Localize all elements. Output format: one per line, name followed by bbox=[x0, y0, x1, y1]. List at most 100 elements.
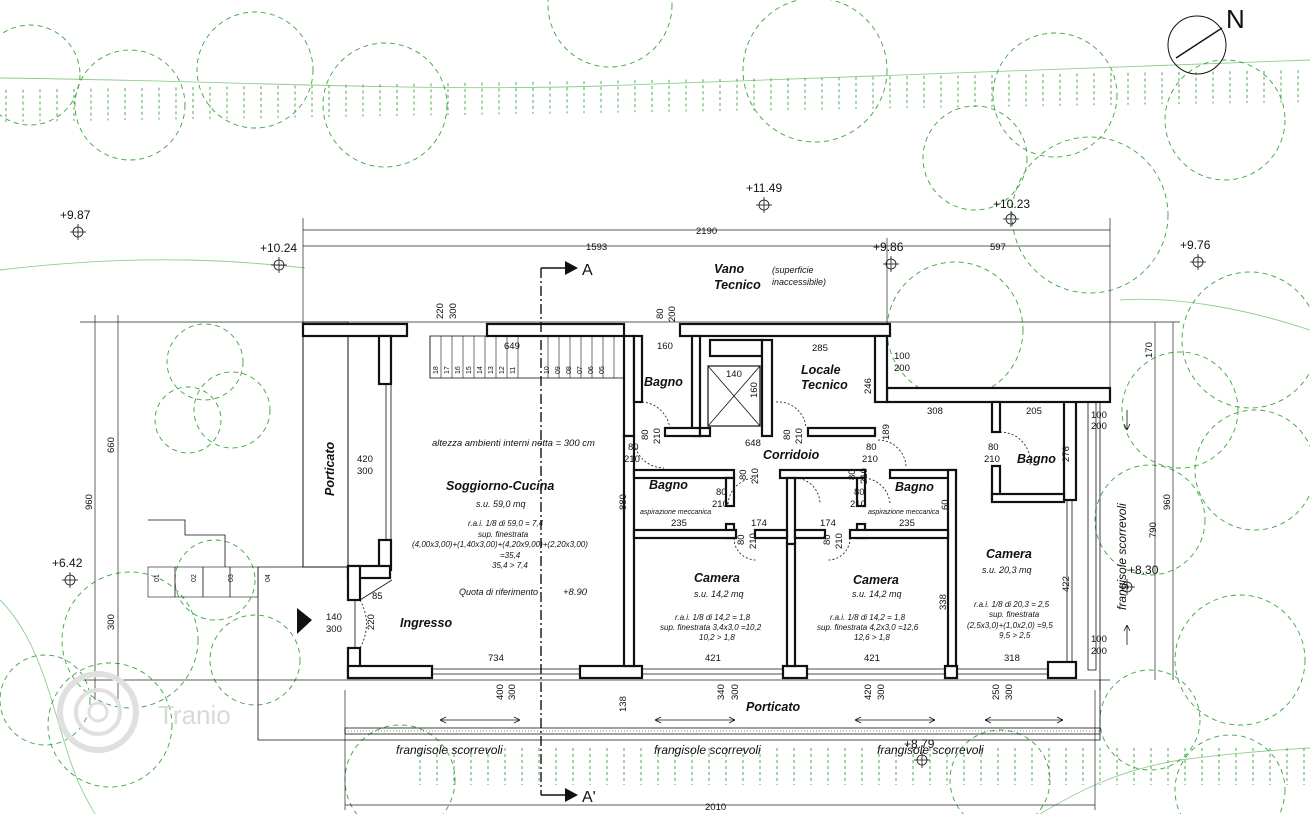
watermark: Tranio bbox=[57, 671, 231, 753]
section-a-label: A bbox=[582, 262, 593, 279]
room-vano-name: Vano bbox=[714, 262, 744, 276]
level-marker: +9.86 bbox=[873, 240, 904, 272]
room-locale-name2: Tecnico bbox=[801, 378, 848, 392]
room-bagno3-name: Bagno bbox=[895, 480, 934, 494]
door-height-label: 210 bbox=[834, 533, 845, 549]
entrance-arrow-icon bbox=[297, 608, 312, 634]
stair-step-number: 12 bbox=[499, 366, 506, 374]
level-markers: +11.49+10.23+9.87+10.24+9.86+9.76+6.42+8… bbox=[52, 181, 1211, 768]
section-line: A A' bbox=[297, 261, 596, 806]
dimension-lines bbox=[80, 218, 1180, 810]
stair-step-number: 06 bbox=[588, 366, 595, 374]
dim-138: 138 bbox=[618, 696, 629, 712]
dim-160: 160 bbox=[657, 341, 673, 352]
room-camera2-name: Camera bbox=[853, 573, 899, 587]
terrace-outline bbox=[147, 321, 1101, 741]
dim-276: 276 bbox=[1061, 446, 1072, 462]
stair-step-number: 10 bbox=[544, 366, 551, 374]
dim-421-b: 421 bbox=[864, 653, 880, 664]
dim-200-c: 200 bbox=[1091, 421, 1107, 432]
door-width-label: 80 bbox=[854, 487, 865, 498]
stair-step-number: 05 bbox=[599, 366, 606, 374]
dim-235-a: 235 bbox=[671, 518, 687, 529]
door-width-label: 80 bbox=[847, 469, 858, 480]
room-vano-note2: inaccessibile) bbox=[772, 277, 826, 287]
room-quota-label: Quota di riferimento bbox=[459, 587, 538, 597]
dim-200-top: 200 bbox=[667, 306, 678, 322]
dim-174-b: 174 bbox=[820, 518, 836, 529]
dim-648: 648 bbox=[745, 438, 761, 449]
door-height-label: 210 bbox=[750, 468, 761, 484]
door-width-label: 80 bbox=[822, 534, 833, 545]
dim-100-c: 100 bbox=[1091, 634, 1107, 645]
stair-step-number: 09 bbox=[555, 366, 562, 374]
dim-420: 420 bbox=[357, 454, 373, 465]
aspirazione-1: aspirazione meccanica bbox=[640, 509, 711, 516]
aspirazione-2: aspirazione meccanica bbox=[868, 509, 939, 516]
stair-step-number: 01 bbox=[154, 574, 161, 582]
room-vano-name2: Tecnico bbox=[714, 278, 761, 292]
level-marker: +10.23 bbox=[993, 197, 1030, 227]
dim-421-a: 421 bbox=[705, 653, 721, 664]
level-marker: +9.76 bbox=[1180, 238, 1211, 270]
level-text: +9.86 bbox=[873, 240, 904, 254]
stair-step-number: 17 bbox=[444, 366, 451, 374]
dim-100-b: 100 bbox=[1091, 410, 1107, 421]
dim-338: 338 bbox=[938, 594, 949, 610]
dim-300-left: 300 bbox=[106, 614, 117, 630]
level-marker: +9.87 bbox=[60, 208, 91, 240]
door-height-label: 210 bbox=[712, 499, 728, 510]
dim-140: 140 bbox=[726, 369, 742, 380]
dim-300-f: 300 bbox=[876, 684, 887, 700]
dim-660: 660 bbox=[106, 437, 117, 453]
north-label: N bbox=[1226, 4, 1245, 34]
dim-649: 649 bbox=[504, 341, 520, 352]
dim-790: 790 bbox=[1148, 522, 1159, 538]
room-camera2-l3: 12,6 > 1,8 bbox=[854, 633, 890, 642]
dim-205: 205 bbox=[1026, 406, 1042, 417]
dim-300-top: 300 bbox=[448, 303, 459, 319]
dim-300-g: 300 bbox=[1004, 684, 1015, 700]
dim-960-right: 960 bbox=[1162, 494, 1173, 510]
dim-300-c: 300 bbox=[326, 624, 342, 635]
room-quota-value: +8.90 bbox=[563, 587, 588, 598]
dim-318: 318 bbox=[1004, 653, 1020, 664]
dim-140-b: 140 bbox=[326, 612, 342, 623]
room-soggiorno-l4: =35,4 bbox=[500, 551, 521, 560]
stair-step-number: 13 bbox=[488, 366, 495, 374]
door-height-label: 210 bbox=[794, 428, 805, 444]
room-soggiorno-l3: (4,00x3,00)+(1,40x3,00)+(4,20x9,00)+(2,2… bbox=[412, 540, 588, 549]
dim-250: 250 bbox=[991, 684, 1002, 700]
stair-step-number: 18 bbox=[433, 366, 440, 374]
door-width-label: 80 bbox=[738, 469, 749, 480]
level-text: +6.42 bbox=[52, 556, 83, 570]
fence-hatch bbox=[5, 70, 1305, 785]
room-camera3-l1: r.a.i. 1/8 di 20,3 = 2,5 bbox=[974, 600, 1050, 609]
stair-step-number: 03 bbox=[228, 574, 235, 582]
stair-step-number: 08 bbox=[566, 366, 573, 374]
dim-100-a: 100 bbox=[894, 351, 910, 362]
level-text: +9.76 bbox=[1180, 238, 1211, 252]
room-labels: Vano Tecnico (superficie inaccessibile) … bbox=[323, 262, 1129, 757]
room-bagno4-name: Bagno bbox=[1017, 452, 1056, 466]
stair-step-number: 07 bbox=[577, 366, 584, 374]
room-vano-note1: (superficie bbox=[772, 265, 814, 275]
level-text: +10.24 bbox=[260, 241, 297, 255]
dim-2010: 2010 bbox=[705, 802, 726, 813]
level-marker: +10.24 bbox=[260, 241, 297, 273]
room-camera3-l3: (2,5x3,0)+(1,0x2,0) =9,5 bbox=[967, 621, 1053, 630]
room-corridoio-name: Corridoio bbox=[763, 448, 820, 462]
room-locale-name: Locale bbox=[801, 363, 841, 377]
frangisole-bottom-2: frangisole scorrevoli bbox=[654, 743, 761, 757]
dim-total-top: 2190 bbox=[696, 226, 717, 237]
room-soggiorno-name: Soggiorno-Cucina bbox=[446, 479, 554, 493]
stair-step-number: 04 bbox=[265, 574, 272, 582]
dim-308: 308 bbox=[927, 406, 943, 417]
room-porticato-bottom-name: Porticato bbox=[746, 700, 801, 714]
dim-300-d: 300 bbox=[507, 684, 518, 700]
level-marker: +6.42 bbox=[52, 556, 83, 588]
room-camera3-l2: sup. finestrata bbox=[989, 610, 1040, 619]
door-height-label: 210 bbox=[862, 454, 878, 465]
